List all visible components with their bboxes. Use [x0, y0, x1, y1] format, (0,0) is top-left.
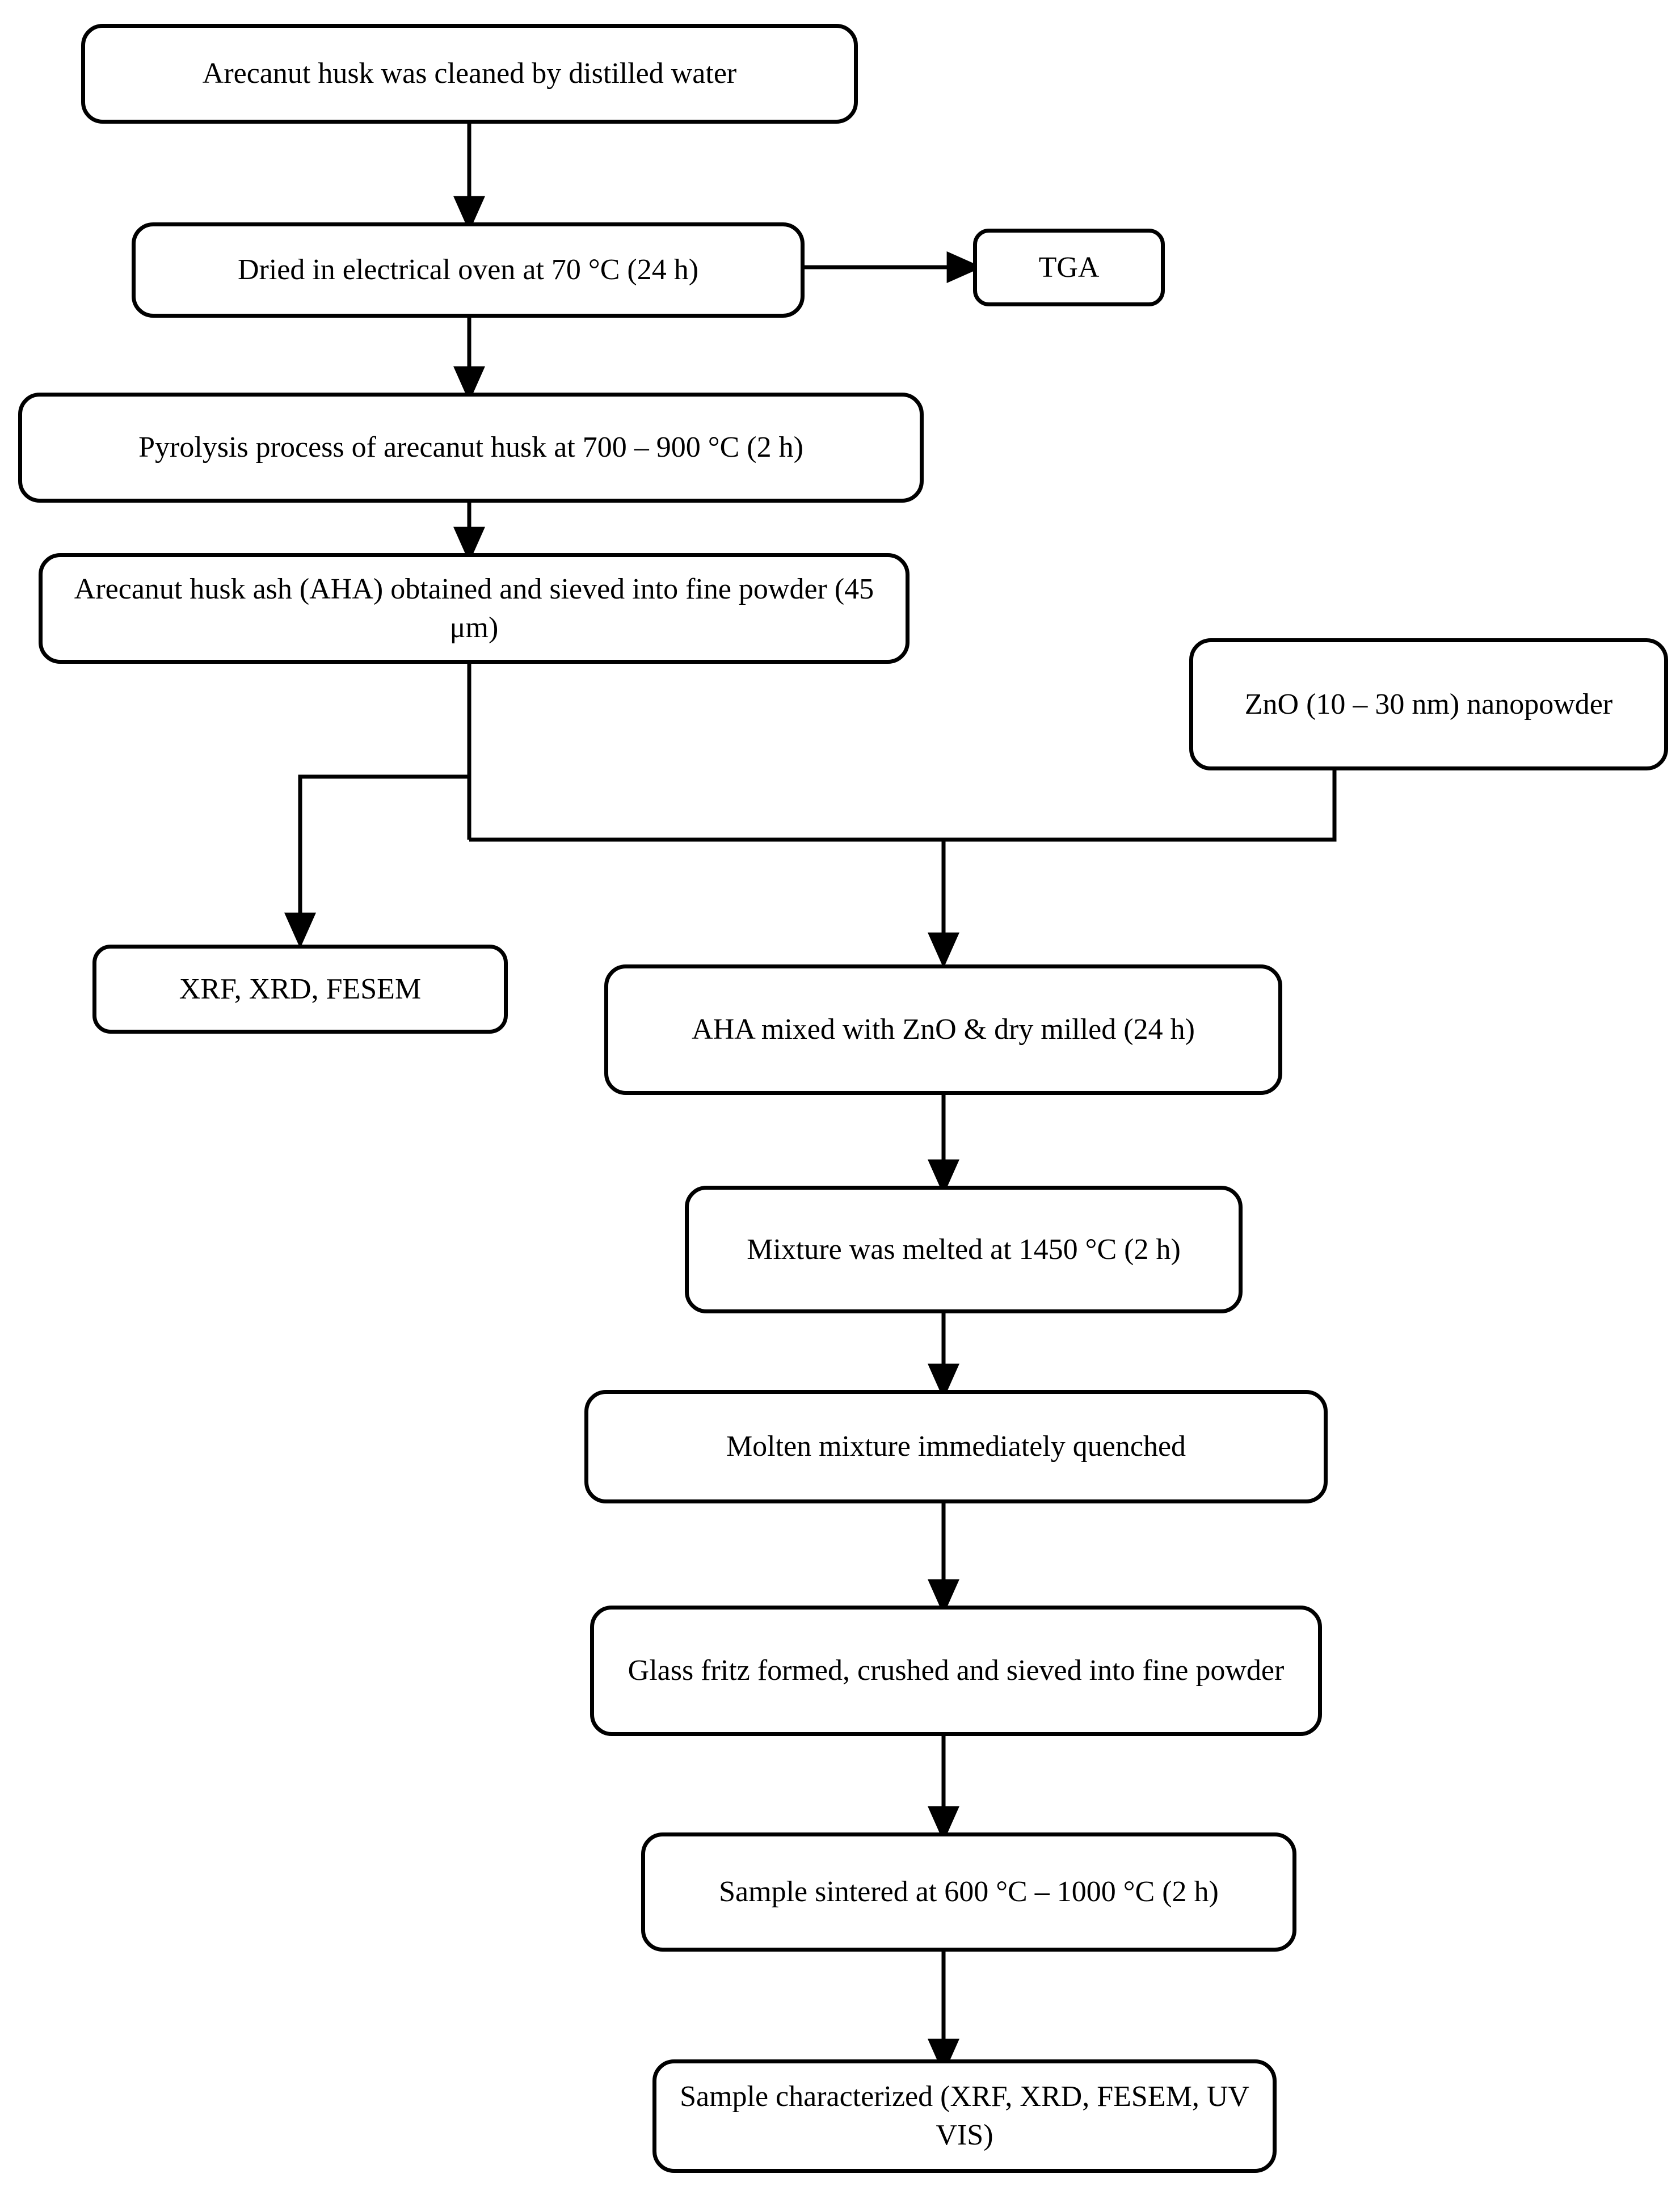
- node-sample-sintered[interactable]: Sample sintered at 600 °C – 1000 °C (2 h…: [641, 1832, 1296, 1952]
- edge-aha-to-charac1: [284, 774, 469, 949]
- node-aha-mixed-zno[interactable]: AHA mixed with ZnO & dry milled (24 h): [604, 964, 1282, 1095]
- edge-aha-to-mixed: [469, 837, 959, 968]
- node-pyrolysis[interactable]: Pyrolysis process of arecanut husk at 70…: [18, 393, 924, 503]
- node-pyrolysis-label: Pyrolysis process of arecanut husk at 70…: [138, 431, 803, 464]
- node-sample-characterized-label: Sample characterized (XRF, XRD, FESEM, U…: [680, 2080, 1249, 2151]
- node-mixture-melted-label: Mixture was melted at 1450 °C (2 h): [747, 1233, 1181, 1266]
- node-zno-nanopowder-label: ZnO (10 – 30 nm) nanopowder: [1244, 688, 1613, 721]
- edge-zno-to-mixed: [944, 770, 1337, 842]
- node-tga-label: TGA: [1038, 251, 1100, 284]
- node-molten-quenched[interactable]: Molten mixture immediately quenched: [584, 1390, 1328, 1503]
- node-cleaned-label: Arecanut husk was cleaned by distilled w…: [202, 57, 737, 90]
- node-aha-mixed-zno-label: AHA mixed with ZnO & dry milled (24 h): [692, 1013, 1195, 1046]
- node-cleaned[interactable]: Arecanut husk was cleaned by distilled w…: [81, 24, 858, 124]
- node-aha-obtained[interactable]: Arecanut husk ash (AHA) obtained and sie…: [39, 553, 910, 664]
- node-sample-characterized[interactable]: Sample characterized (XRF, XRD, FESEM, U…: [652, 2059, 1277, 2173]
- node-aha-obtained-label: Arecanut husk ash (AHA) obtained and sie…: [74, 572, 874, 644]
- node-mixture-melted[interactable]: Mixture was melted at 1450 °C (2 h): [685, 1186, 1243, 1313]
- node-dried[interactable]: Dried in electrical oven at 70 °C (24 h): [132, 222, 805, 318]
- node-characterization-aha[interactable]: XRF, XRD, FESEM: [92, 945, 508, 1034]
- node-tga[interactable]: TGA: [973, 229, 1165, 306]
- node-dried-label: Dried in electrical oven at 70 °C (24 h): [237, 254, 699, 287]
- node-glass-fritz[interactable]: Glass fritz formed, crushed and sieved i…: [590, 1606, 1322, 1736]
- node-molten-quenched-label: Molten mixture immediately quenched: [726, 1430, 1186, 1463]
- node-sample-sintered-label: Sample sintered at 600 °C – 1000 °C (2 h…: [719, 1876, 1219, 1908]
- node-glass-fritz-label: Glass fritz formed, crushed and sieved i…: [628, 1654, 1285, 1687]
- node-zno-nanopowder[interactable]: ZnO (10 – 30 nm) nanopowder: [1189, 638, 1668, 770]
- node-characterization-aha-label: XRF, XRD, FESEM: [179, 972, 422, 1005]
